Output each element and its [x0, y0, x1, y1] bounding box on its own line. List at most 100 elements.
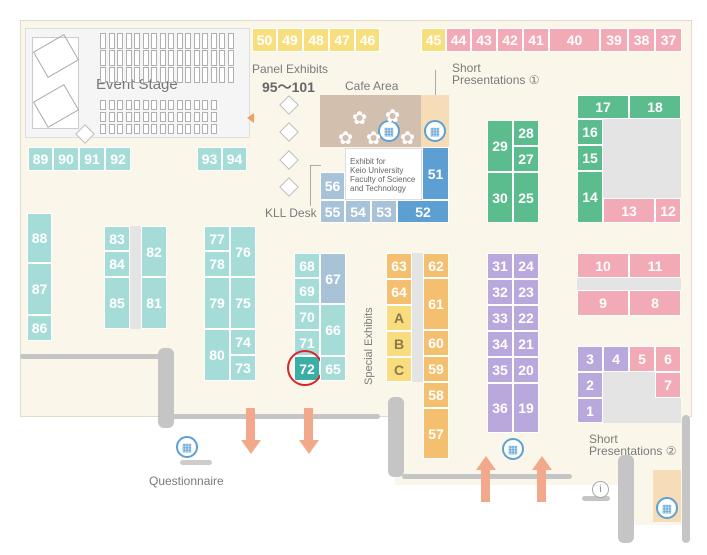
booth-46[interactable]: 46: [355, 28, 380, 52]
booth-35[interactable]: 35: [487, 357, 513, 383]
booth-61[interactable]: 61: [423, 278, 449, 330]
booth-11[interactable]: 11: [629, 253, 681, 278]
questionnaire-icon[interactable]: ▦: [176, 436, 198, 458]
booth-69[interactable]: 69: [294, 278, 320, 304]
booth-87[interactable]: 87: [27, 263, 52, 315]
booth-33[interactable]: 33: [487, 305, 513, 331]
booth-86[interactable]: 86: [27, 315, 52, 341]
booth-54[interactable]: 54: [345, 200, 371, 223]
booth-55[interactable]: 55: [320, 200, 345, 223]
booth-34[interactable]: 34: [487, 331, 513, 357]
booth-20[interactable]: 20: [513, 357, 539, 383]
booth-57[interactable]: 57: [423, 408, 449, 459]
booth-74[interactable]: 74: [230, 329, 256, 355]
booth-81[interactable]: 81: [141, 277, 167, 329]
booth-90[interactable]: 90: [53, 147, 79, 171]
booth-14[interactable]: 14: [577, 171, 603, 223]
booth-63[interactable]: 63: [386, 253, 412, 279]
special-exhibit-a[interactable]: A: [386, 305, 412, 331]
booth-27[interactable]: 27: [513, 146, 539, 172]
booth-45[interactable]: 45: [421, 28, 446, 52]
booth-89[interactable]: 89: [28, 147, 53, 171]
booth-91[interactable]: 91: [79, 147, 105, 171]
keio-exhibit-area[interactable]: Exhibit for Keio University Faculty of S…: [345, 148, 422, 200]
booth-64[interactable]: 64: [386, 279, 412, 305]
booth-9[interactable]: 9: [577, 290, 629, 316]
booth-68[interactable]: 68: [294, 253, 320, 278]
special-exhibit-c[interactable]: C: [386, 357, 412, 382]
booth-60[interactable]: 60: [423, 330, 449, 356]
booth-28[interactable]: 28: [513, 120, 539, 146]
booth-78[interactable]: 78: [204, 251, 230, 277]
booth-85[interactable]: 85: [104, 277, 130, 329]
booth-92[interactable]: 92: [105, 147, 131, 171]
booth-83[interactable]: 83: [104, 226, 130, 251]
booth-10[interactable]: 10: [577, 253, 629, 278]
booth-47[interactable]: 47: [329, 28, 355, 52]
booth-59[interactable]: 59: [423, 356, 449, 382]
booth-43[interactable]: 43: [471, 28, 497, 52]
booth-18[interactable]: 18: [629, 95, 681, 119]
booth-22[interactable]: 22: [513, 305, 539, 331]
booth-30[interactable]: 30: [487, 172, 513, 223]
booth-40[interactable]: 40: [549, 28, 600, 52]
info-icon[interactable]: i: [592, 481, 609, 498]
booth-37[interactable]: 37: [655, 28, 682, 52]
booth-51[interactable]: 51: [422, 147, 449, 200]
booth-7[interactable]: 7: [655, 372, 681, 398]
booth-4[interactable]: 4: [603, 346, 629, 372]
cafe-area[interactable]: [320, 95, 422, 147]
booth-23[interactable]: 23: [513, 279, 539, 305]
booth-79[interactable]: 79: [204, 277, 230, 329]
booth-21[interactable]: 21: [513, 331, 539, 357]
booth-31[interactable]: 31: [487, 253, 513, 279]
booth-94[interactable]: 94: [222, 147, 247, 171]
booth-32[interactable]: 32: [487, 279, 513, 305]
booth-65[interactable]: 65: [320, 356, 346, 381]
booth-6[interactable]: 6: [655, 346, 681, 372]
booth-17[interactable]: 17: [577, 95, 629, 119]
booth-66[interactable]: 66: [320, 304, 346, 356]
booth-76[interactable]: 76: [230, 226, 256, 277]
booth-70[interactable]: 70: [294, 304, 320, 330]
booth-75[interactable]: 75: [230, 277, 256, 329]
booth-12[interactable]: 12: [655, 198, 681, 223]
booth-93[interactable]: 93: [197, 147, 222, 171]
booth-49[interactable]: 49: [277, 28, 303, 52]
booth-19[interactable]: 19: [513, 383, 539, 433]
booth-3[interactable]: 3: [577, 346, 603, 372]
booth-8[interactable]: 8: [629, 290, 681, 316]
booth-84[interactable]: 84: [104, 251, 130, 277]
booth-73[interactable]: 73: [230, 355, 256, 381]
booth-44[interactable]: 44: [446, 28, 471, 52]
booth-5[interactable]: 5: [629, 346, 655, 372]
booth-67[interactable]: 67: [320, 253, 346, 304]
booth-53[interactable]: 53: [371, 200, 397, 223]
booth-77[interactable]: 77: [204, 226, 230, 251]
booth-71[interactable]: 71: [294, 330, 320, 356]
special-exhibit-b[interactable]: B: [386, 331, 412, 357]
booth-58[interactable]: 58: [423, 382, 449, 408]
booth-13[interactable]: 13: [603, 198, 655, 223]
booth-42[interactable]: 42: [497, 28, 523, 52]
highlight-ring: [287, 350, 323, 386]
booth-2[interactable]: 2: [577, 372, 603, 398]
booth-80[interactable]: 80: [204, 329, 230, 381]
booth-15[interactable]: 15: [577, 145, 603, 171]
booth-38[interactable]: 38: [628, 28, 655, 52]
booth-1[interactable]: 1: [577, 398, 603, 423]
booth-88[interactable]: 88: [27, 213, 52, 263]
booth-52[interactable]: 52: [397, 200, 449, 223]
booth-41[interactable]: 41: [523, 28, 549, 52]
booth-48[interactable]: 48: [303, 28, 329, 52]
booth-82[interactable]: 82: [141, 226, 167, 277]
booth-29[interactable]: 29: [487, 120, 513, 172]
booth-56[interactable]: 56: [320, 172, 345, 200]
booth-62[interactable]: 62: [423, 253, 449, 278]
booth-50[interactable]: 50: [252, 28, 277, 52]
booth-39[interactable]: 39: [600, 28, 628, 52]
booth-25[interactable]: 25: [513, 172, 539, 223]
booth-16[interactable]: 16: [577, 119, 603, 145]
booth-36[interactable]: 36: [487, 383, 513, 433]
booth-24[interactable]: 24: [513, 253, 539, 279]
